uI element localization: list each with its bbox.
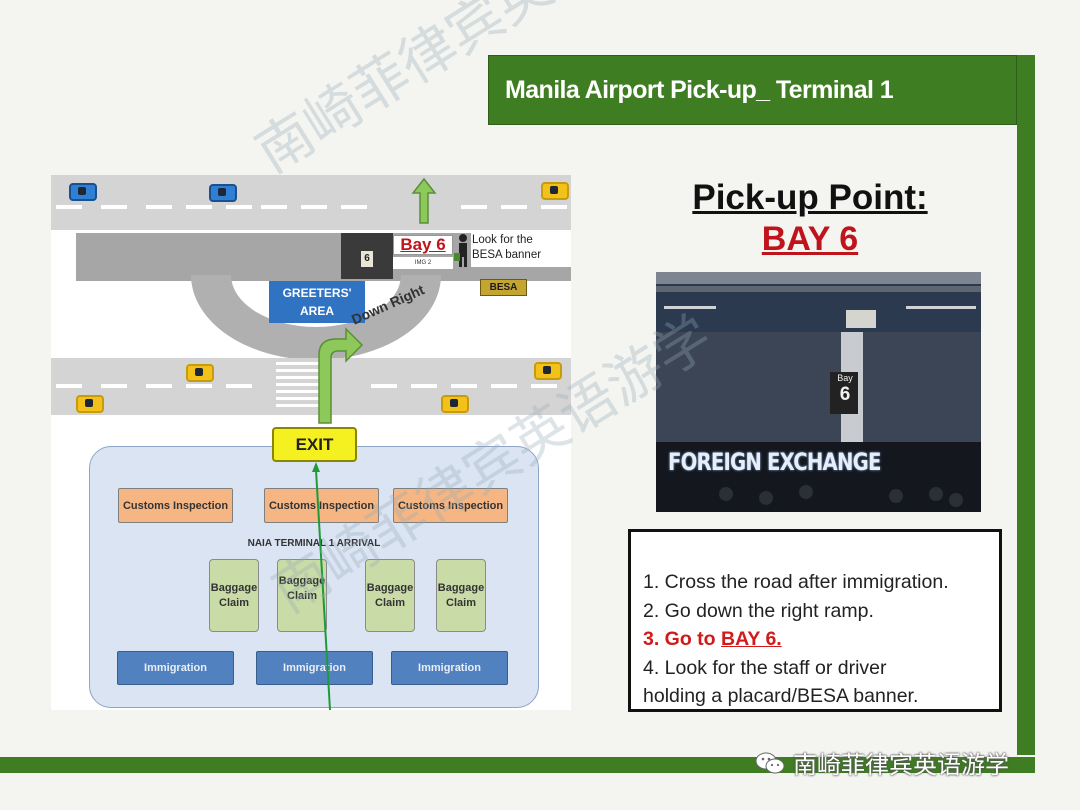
- baggage-claim: Baggage Claim: [209, 559, 259, 632]
- bay-6-label: Bay 6: [393, 235, 453, 255]
- car-icon: [534, 362, 562, 380]
- pickup-bay: BAY 6: [761, 220, 859, 258]
- customs-inspection: Customs Inspection: [393, 488, 508, 523]
- up-arrow-icon: [411, 177, 437, 224]
- img-label: IMG 2: [393, 257, 453, 269]
- step-3-bay: BAY 6.: [721, 628, 782, 650]
- terminal-map: GREETERS' AREA 6 Bay 6 IMG 2 Look for th…: [51, 175, 571, 710]
- exit-sign: EXIT: [272, 427, 357, 462]
- step-4-line-2: holding a placard/BESA banner.: [643, 685, 919, 707]
- step-3: 3. Go to BAY 6.: [643, 625, 991, 654]
- baggage-label: Baggage: [210, 581, 258, 594]
- step-1: 1. Cross the road after immigration.: [643, 571, 949, 593]
- title-bar: Manila Airport Pick-up_ Terminal 1: [488, 55, 1017, 125]
- crosswalk: [276, 362, 331, 407]
- bay-thumbnail: 6: [341, 233, 393, 279]
- photo-scene: [656, 272, 981, 512]
- baggage-label: Claim: [219, 596, 249, 609]
- greeters-label-2: AREA: [299, 304, 334, 318]
- baggage-label: Claim: [375, 596, 405, 609]
- baggage-label: Baggage: [437, 581, 485, 594]
- baggage-label: Claim: [446, 596, 476, 609]
- baggage-label: Claim: [287, 590, 317, 602]
- step-4-line-1: 4. Look for the staff or driver: [643, 656, 887, 679]
- ramp-loop: [191, 275, 441, 360]
- pickup-heading: Pick-up Point:: [692, 178, 928, 217]
- terminal-label: NAIA TERMINAL 1 ARRIVAL: [247, 538, 381, 549]
- baggage-claim: Baggage Claim: [365, 559, 415, 632]
- step-3-prefix: 3. Go to: [643, 628, 721, 650]
- car-icon: [186, 364, 214, 382]
- car-icon: [69, 183, 97, 201]
- photo-bay-sign-number: 6: [839, 384, 851, 405]
- top-road: [51, 175, 571, 230]
- car-icon: [76, 395, 104, 413]
- route-arrow-icon: [318, 327, 364, 424]
- baggage-label: Baggage: [278, 575, 326, 587]
- look-for-line-1: Look for the: [472, 234, 533, 246]
- immigration-counter: Immigration: [117, 651, 234, 685]
- baggage-claim: Baggage Claim: [436, 559, 486, 632]
- brand-text: 南崎菲律宾英语游学: [793, 751, 1009, 779]
- instructions-box: 1. Cross the road after immigration. 2. …: [628, 529, 1002, 712]
- baggage-claim: Baggage Claim: [277, 559, 327, 632]
- besa-logo: BESA: [480, 279, 527, 296]
- bay-6-photo: Bay 6 FOREIGN EXCHANGE: [656, 272, 981, 512]
- greeters-label-1: GREETERS': [282, 286, 352, 300]
- car-icon: [209, 184, 237, 202]
- look-for-line-2: BESA banner: [472, 249, 542, 261]
- slide-title: Manila Airport Pick-up_ Terminal 1: [505, 75, 894, 104]
- photo-banner: FOREIGN EXCHANGE: [668, 448, 881, 476]
- immigration-counter: Immigration: [391, 651, 508, 685]
- greeters-area: GREETERS' AREA: [269, 281, 365, 323]
- customs-inspection: Customs Inspection: [118, 488, 233, 523]
- car-icon: [441, 395, 469, 413]
- look-for-note: Look for the BESA banner: [471, 233, 571, 267]
- person-icon: [454, 234, 467, 267]
- immigration-counter: Immigration: [256, 651, 373, 685]
- customs-inspection: Customs Inspection: [264, 488, 379, 523]
- wechat-icon: [755, 752, 785, 773]
- bay-sign: 6: [361, 251, 373, 267]
- route-line: [312, 462, 331, 710]
- frame-right-bar: [1017, 55, 1035, 755]
- photo-bay-sign-top: Bay: [837, 373, 853, 383]
- car-icon: [541, 182, 569, 200]
- step-2: 2. Go down the right ramp.: [643, 599, 874, 622]
- brand-footer: 南崎菲律宾英语游学: [755, 745, 1009, 780]
- baggage-label: Baggage: [366, 581, 414, 594]
